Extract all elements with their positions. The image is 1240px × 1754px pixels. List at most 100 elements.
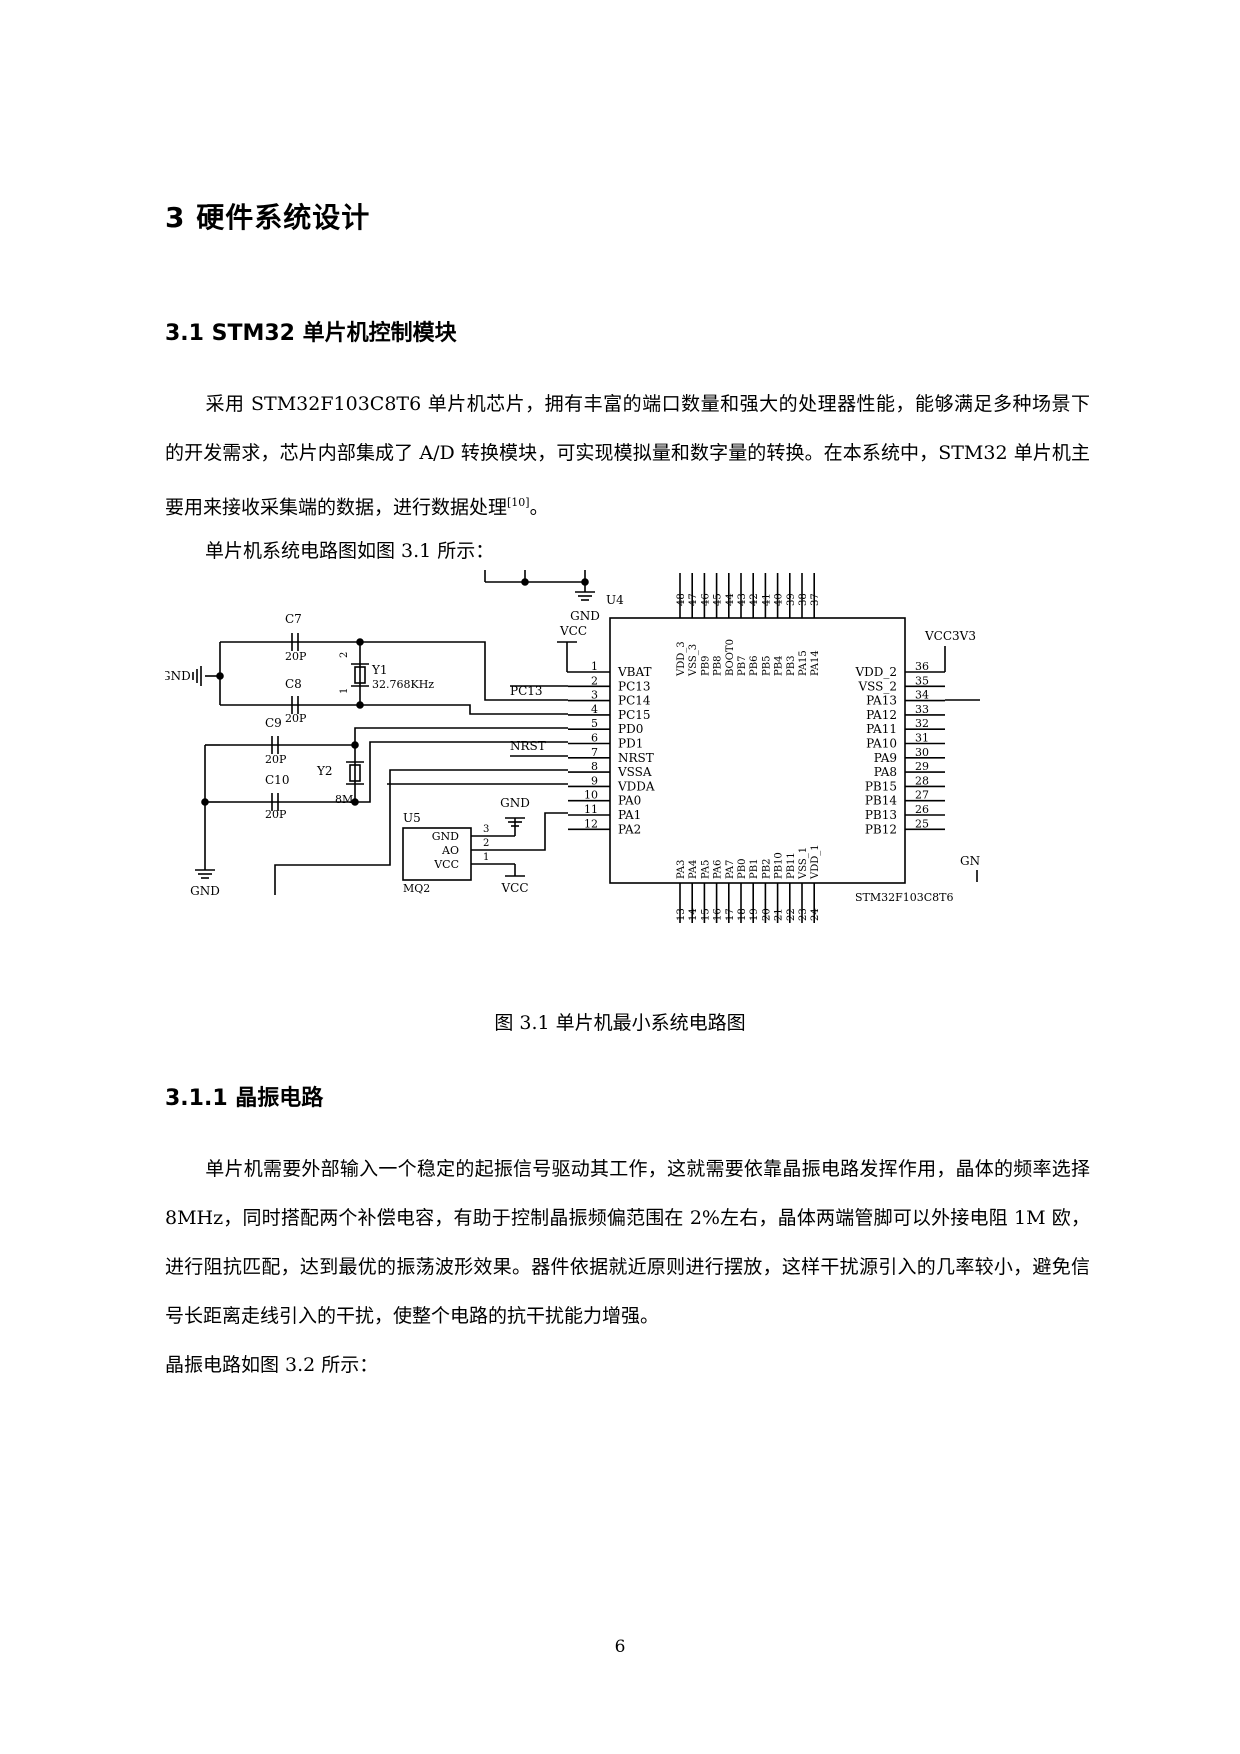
- crystal-y1: [354, 666, 366, 684]
- chip-part-label: STM32F103C8T6: [855, 891, 954, 904]
- pin-number: 40: [774, 593, 785, 606]
- pin-name: PA15: [798, 650, 809, 676]
- c8-value: 20P: [285, 712, 307, 725]
- pin-number: 2: [591, 674, 598, 687]
- pin-number: 7: [591, 746, 598, 759]
- pin-name: PA8: [874, 765, 897, 779]
- pin-name: PA2: [618, 822, 641, 836]
- pin-number: 5: [591, 717, 598, 730]
- paragraph-figure-ref: 单片机系统电路图如图 3.1 所示：: [165, 527, 1090, 576]
- vcc-label-vbat: VCC: [559, 624, 587, 638]
- pin-number: 44: [725, 593, 736, 606]
- pin-name: PD1: [618, 737, 643, 751]
- pin-name: PB7: [737, 656, 748, 676]
- pin-number: 26: [915, 803, 929, 816]
- pin-number: 29: [915, 760, 929, 773]
- paragraph-crystal: 单片机需要外部输入一个稳定的起振信号驱动其工作，这就需要依靠晶振电路发挥作用，晶…: [165, 1145, 1090, 1341]
- pin-number: 12: [584, 817, 598, 830]
- y2-label: Y2: [316, 764, 333, 778]
- c7-value: 20P: [285, 650, 307, 663]
- section-heading: 3.1 STM32 单片机控制模块: [165, 321, 457, 346]
- pin-number: 13: [676, 908, 687, 921]
- pin-name: PB13: [865, 808, 897, 822]
- pin-number: 28: [915, 774, 929, 787]
- pin-name: PC14: [618, 694, 651, 708]
- pin-name: PA6: [713, 860, 724, 879]
- u5-pin-vcc: VCC: [433, 858, 459, 871]
- pin-number: 32: [915, 717, 929, 730]
- pin-name: VDD_2: [854, 665, 897, 679]
- figure-caption: 图 3.1 单片机最小系统电路图: [494, 1012, 746, 1034]
- pin-number: 35: [915, 674, 929, 687]
- gnd-label-u5: GND: [500, 796, 530, 810]
- pin-name: VDD_1: [810, 844, 821, 880]
- pin-number: 8: [591, 760, 598, 773]
- pin-name: PB15: [865, 779, 897, 793]
- gnd-label-left: GND: [165, 669, 191, 683]
- pin-name: VSS_3: [688, 644, 699, 677]
- subsection-heading: 3.1.1 晶振电路: [165, 1086, 324, 1111]
- c8-label: C8: [285, 677, 302, 691]
- c9-label: C9: [265, 716, 282, 730]
- c9-value: 20P: [265, 753, 287, 766]
- pin-name: PA0: [618, 794, 641, 808]
- pin-name: PB6: [749, 656, 760, 676]
- pin-number: 43: [737, 593, 748, 606]
- pin-number: 3: [591, 689, 598, 702]
- pin-name: PA11: [866, 722, 897, 736]
- y1-value: 32.768KHz: [372, 678, 434, 691]
- pin-name: PB2: [761, 859, 772, 879]
- gnd-label-right: GN: [960, 854, 980, 868]
- gnd-label-bottom: GND: [190, 884, 220, 898]
- pin-name: VDDA: [617, 779, 655, 793]
- pin-name: PB11: [786, 852, 797, 879]
- pin-number: 36: [915, 660, 929, 673]
- u5-pin-ao: AO: [441, 844, 459, 857]
- pin-name: PB8: [713, 656, 724, 676]
- paragraph-intro-end: 。: [529, 496, 549, 519]
- pin-name: NRST: [618, 751, 654, 765]
- pin-name: PB5: [761, 656, 772, 676]
- u5-pin-gnd: GND: [432, 830, 459, 843]
- u5-part-label: MQ2: [403, 882, 430, 895]
- pin-name: PA13: [866, 694, 897, 708]
- chapter-heading: 3 硬件系统设计: [165, 201, 371, 234]
- pin-name: VBAT: [617, 665, 652, 679]
- pin-number: 24: [810, 908, 821, 921]
- pin-name: PA10: [866, 737, 897, 751]
- sensor-u5-body: [402, 827, 472, 881]
- u5-pin-num: 1: [483, 852, 489, 863]
- paragraph-figure-ref-text: 单片机系统电路图如图 3.1 所示：: [205, 540, 495, 562]
- c10-value: 20P: [265, 808, 287, 821]
- y2-to-pd0: [354, 727, 568, 745]
- pin-number: 15: [700, 908, 711, 921]
- pin-name: PB3: [786, 656, 797, 676]
- pin-name: PB10: [774, 852, 785, 879]
- pin-name: PA7: [725, 860, 736, 879]
- pin-name: VSS_1: [798, 847, 809, 880]
- net-label-pc13: PC13: [510, 684, 543, 698]
- paragraph-crystal-figure-ref-text: 晶振电路如图 3.2 所示：: [165, 1354, 379, 1376]
- c7-label: C7: [285, 612, 302, 626]
- paragraph-crystal-text: 单片机需要外部输入一个稳定的起振信号驱动其工作，这就需要依靠晶振电路发挥作用，晶…: [165, 1158, 1090, 1327]
- pin-number: 21: [774, 908, 785, 921]
- u5-pin-num: 2: [483, 838, 489, 849]
- crystal-y2: [349, 764, 361, 782]
- u5-ref-label: U5: [403, 811, 421, 825]
- pin-name: PD0: [618, 722, 643, 736]
- pin-name: VDD_3: [676, 641, 687, 677]
- pin-number: 17: [725, 908, 736, 921]
- junction-dot: [521, 578, 529, 586]
- chip-ref-label: U4: [606, 593, 624, 607]
- pin-name: PA1: [618, 808, 641, 822]
- u5-pin-num: 3: [483, 824, 489, 835]
- pin-number: 39: [786, 593, 797, 606]
- pin-name: PC15: [618, 708, 651, 722]
- paragraph-intro-text: 采用 STM32F103C8T6 单片机芯片，拥有丰富的端口数量和强大的处理器性…: [165, 393, 1090, 519]
- pin-number: 31: [915, 732, 929, 745]
- pin-name: PA3: [676, 860, 687, 879]
- paragraph-intro: 采用 STM32F103C8T6 单片机芯片，拥有丰富的端口数量和强大的处理器性…: [165, 380, 1090, 532]
- pin-name: PA14: [810, 650, 821, 676]
- pin-number: 1: [591, 660, 598, 673]
- pin-number: 16: [713, 908, 724, 921]
